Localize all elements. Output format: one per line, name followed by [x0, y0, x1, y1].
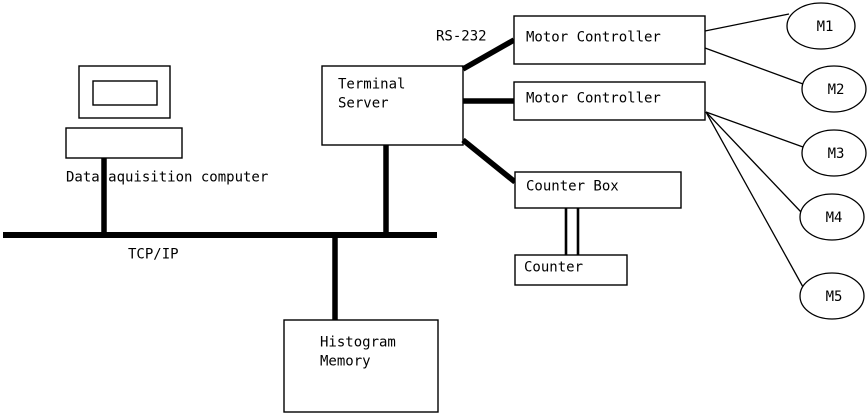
link-motor-controller-1-to-m2 [704, 47, 804, 85]
motor-m4-ellipse [799, 193, 865, 241]
histogram-memory-box [283, 319, 439, 413]
counter-rect [514, 254, 628, 286]
counter-box-label: Counter Box [526, 179, 619, 195]
motor-m1-node[interactable]: M1 [786, 2, 856, 50]
computer-base-icon [65, 127, 183, 159]
motor-controller-1-label: Motor Controller [526, 30, 661, 46]
motor-m3-ellipse [801, 129, 867, 177]
counter-box-node[interactable]: Counter Box [514, 171, 682, 209]
motor-m5-node[interactable]: M5 [799, 272, 865, 320]
motor-m3-node[interactable]: M3 [801, 129, 867, 177]
histogram-memory-label-line2: Memory [320, 354, 371, 370]
motor-m2-node[interactable]: M2 [801, 65, 867, 113]
terminal-server-label-line2: Server [338, 96, 389, 112]
motor-controller-2-box [513, 81, 706, 121]
link-motor-controller-2-to-m5 [705, 111, 804, 288]
data-acquisition-computer[interactable] [65, 65, 183, 159]
motor-controller-2-label: Motor Controller [526, 91, 661, 107]
link-motor-controller-2-to-m3 [705, 111, 804, 148]
counter-node[interactable]: Counter [514, 254, 628, 286]
counter-label: Counter [524, 260, 583, 276]
motor-m1-label: M1 [817, 19, 834, 35]
histogram-memory-label-line1: Histogram [320, 335, 396, 351]
link-motor-controller-1-to-m1 [704, 13, 790, 32]
link-terminal-server-to-motor-controller-1 [461, 37, 516, 72]
motor-controller-1-node[interactable]: Motor Controller [513, 15, 706, 65]
data-acquisition-computer-label: Data aquisition computer [66, 170, 268, 186]
motor-m5-ellipse [799, 272, 865, 320]
motor-m2-label: M2 [828, 82, 845, 98]
motor-controller-2-node[interactable]: Motor Controller [513, 81, 706, 121]
motor-m4-label: M4 [826, 210, 843, 226]
motor-m5-label: M5 [826, 289, 843, 305]
histogram-memory-node[interactable]: Histogram Memory [283, 319, 439, 413]
tcp-ip-label: TCP/IP [128, 247, 179, 263]
terminal-server-box [321, 65, 464, 146]
counter-box-rect [514, 171, 682, 209]
link-terminal-server-to-counter-box [461, 137, 517, 185]
motor-m3-label: M3 [828, 146, 845, 162]
motor-m2-ellipse [801, 65, 867, 113]
rs-232-label: RS-232 [436, 29, 487, 45]
link-motor-controller-2-to-m4 [705, 111, 802, 213]
terminal-server-node[interactable]: Terminal Server [321, 65, 464, 146]
motor-m4-node[interactable]: M4 [799, 193, 865, 241]
computer-screen-icon [92, 80, 158, 106]
motor-m1-ellipse [786, 2, 856, 50]
motor-controller-1-box [513, 15, 706, 65]
terminal-server-label-line1: Terminal [338, 77, 405, 93]
